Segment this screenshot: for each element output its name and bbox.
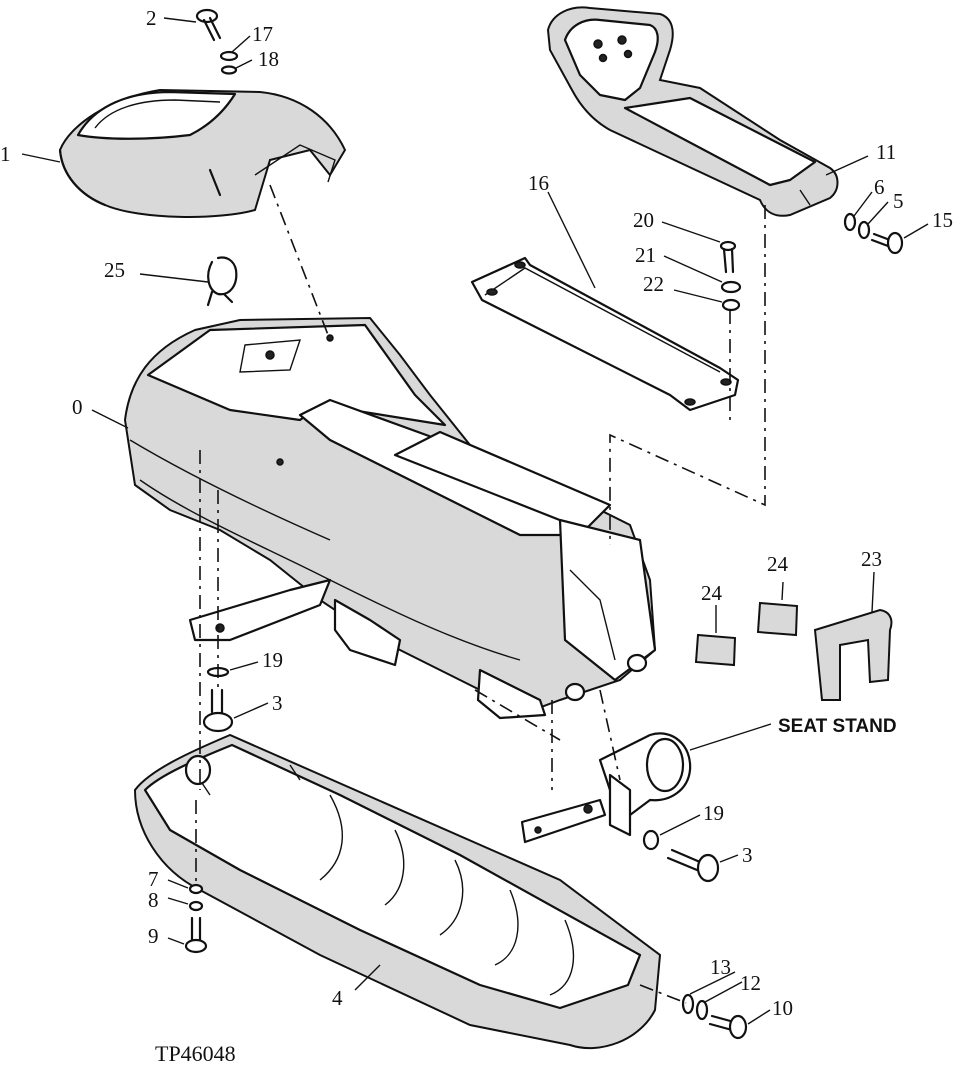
- callout-15: 15: [932, 208, 953, 232]
- part-16-mounting-plate: [470, 256, 740, 412]
- callout-11: 11: [876, 140, 896, 164]
- figure-id: TP46048: [155, 1041, 236, 1066]
- part-10-bolt: [708, 1014, 748, 1040]
- callout-labels: 1 2 17 18 25 0 19 3 7 8 9 4 13 12 10 11 …: [0, 6, 953, 1066]
- part-25-clip: [206, 256, 238, 307]
- part-21-washer: [720, 280, 742, 294]
- callout-18: 18: [258, 47, 279, 71]
- callout-17: 17: [252, 22, 273, 46]
- part-9-bolt: [184, 916, 208, 954]
- callout-2: 2: [146, 6, 157, 30]
- callout-16: 16: [528, 171, 549, 195]
- callout-21: 21: [635, 243, 656, 267]
- callout-24-left: 24: [701, 581, 723, 605]
- part-3-bolt-right: [666, 848, 720, 883]
- assembly-center-lines: [195, 184, 766, 1004]
- part-1-top-cover: [58, 88, 347, 218]
- callout-9: 9: [148, 924, 159, 948]
- callout-24-right: 24: [767, 552, 789, 576]
- part-7-washer: [188, 883, 204, 895]
- leader-lines: [21, 17, 929, 1025]
- part-19-o-ring-right: [642, 829, 660, 851]
- callout-6: 6: [874, 175, 885, 199]
- part-5-washer: [857, 220, 871, 240]
- callout-25: 25: [104, 258, 125, 282]
- callout-0: 0: [72, 395, 83, 419]
- part-17-washer: [219, 50, 239, 62]
- part-13-washer: [681, 993, 695, 1015]
- part-8-washer: [188, 900, 204, 912]
- part-22-washer: [721, 298, 741, 312]
- part-23-cushion: [813, 608, 893, 701]
- callout-12: 12: [740, 971, 761, 995]
- callout-22: 22: [643, 272, 664, 296]
- callout-3-left: 3: [272, 691, 283, 715]
- part-18-washer: [220, 65, 238, 75]
- callout-23: 23: [861, 547, 882, 571]
- part-11-armrest-bracket: [546, 6, 839, 217]
- callout-10: 10: [772, 996, 793, 1020]
- callout-4: 4: [332, 986, 343, 1010]
- part-12-washer: [695, 999, 709, 1021]
- part-24-pad-right: [756, 601, 799, 637]
- part-2-bolt: [195, 8, 222, 42]
- callout-19-right: 19: [703, 801, 724, 825]
- part-4-bottom-cover: [133, 733, 662, 1050]
- part-3-bolt-left: [202, 688, 234, 733]
- callout-19-left: 19: [262, 648, 283, 672]
- callout-13: 13: [710, 955, 731, 979]
- callout-3-right: 3: [742, 843, 753, 867]
- part-0-console-housing: [123, 316, 657, 720]
- part-24-pad-left: [694, 633, 737, 667]
- callout-7: 7: [148, 867, 159, 891]
- seat-stand-assembly: [520, 732, 692, 844]
- part-15-bolt: [870, 231, 904, 255]
- callout-1: 1: [0, 142, 11, 166]
- callout-5: 5: [893, 189, 904, 213]
- callout-20: 20: [633, 208, 654, 232]
- part-20-bolt: [719, 240, 737, 274]
- callout-8: 8: [148, 888, 159, 912]
- part-6-washer: [843, 212, 857, 232]
- seat-stand-label: SEAT STAND: [778, 716, 897, 737]
